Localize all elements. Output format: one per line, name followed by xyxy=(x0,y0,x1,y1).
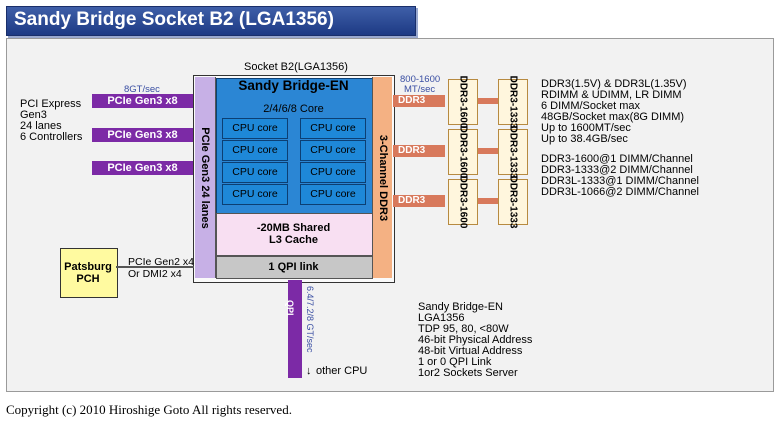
cpu-core: CPU core xyxy=(222,140,288,161)
dimm-config: DDR3-1333@2 DIMM/Channel xyxy=(541,164,693,176)
dimm-config: DDR3-1600@1 DIMM/Channel xyxy=(541,153,693,165)
ddr-channel-3-link xyxy=(478,198,500,204)
spec-line: LGA1356 xyxy=(418,312,465,324)
title-bar xyxy=(6,6,416,36)
pcie-link-2: PCIe Gen3 x8 xyxy=(92,128,193,142)
dimm-config: DDR3L-1066@2 DIMM/Channel xyxy=(541,186,699,198)
ddr-channel-2: DDR3 xyxy=(393,145,445,157)
ddr-speed-2: MT/sec xyxy=(404,84,436,95)
ddr-speed-1: 800-1600 xyxy=(400,74,441,85)
cache-line-1: -20MB Shared xyxy=(256,222,331,234)
cpu-core: CPU core xyxy=(300,140,366,161)
pch-link-1: PCIe Gen2 x4 xyxy=(128,256,194,268)
ddr-channel-3: DDR3 xyxy=(393,195,445,207)
qpi-arrow: ↓ xyxy=(306,365,312,377)
pch-link-2: Or DMI2 x4 xyxy=(128,268,182,280)
cpu-core: CPU core xyxy=(222,162,288,183)
ddr-channel-label: 3-Channel DDR3 xyxy=(376,134,389,221)
dimm-1333: DDR3-1333 xyxy=(498,176,528,228)
pch-box xyxy=(60,248,118,298)
pcie-info-1: PCI Express xyxy=(20,98,82,110)
spec-line: 46-bit Physical Address xyxy=(418,334,533,346)
other-cpu-label: other CPU xyxy=(316,365,368,377)
memory-note: Up to 38.4GB/sec xyxy=(541,133,628,145)
pcie-info-4: 6 Controllers xyxy=(20,131,83,143)
dimm-1600: DDR3-1600 xyxy=(448,126,478,178)
pch-connector xyxy=(116,266,194,268)
spec-line: 1or2 Sockets Server xyxy=(418,367,518,379)
spec-line: TDP 95, 80, <80W xyxy=(418,323,509,335)
qpi-bus-label: QPI xyxy=(285,300,295,316)
core-count: 2/4/6/8 Core xyxy=(263,103,324,115)
ddr-channel-1-label: DDR3 xyxy=(398,95,426,106)
spec-line: Sandy Bridge-EN xyxy=(418,301,503,313)
dimm-1600: DDR3-1600 xyxy=(448,176,478,228)
spec-line: 1 or 0 QPI Link xyxy=(418,356,492,368)
pcie-lanes-label: PCIe Gen3 24 lanes xyxy=(199,126,211,229)
page-title: Sandy Bridge Socket B2 (LGA1356) xyxy=(14,9,334,30)
socket-label: Socket B2(LGA1356) xyxy=(244,61,348,73)
ddr-channel-3-label: DDR3 xyxy=(398,195,426,206)
cpu-core: CPU core xyxy=(300,118,366,139)
ddr-channel-2-label: DDR3 xyxy=(398,145,426,156)
l3-cache xyxy=(216,213,373,256)
ddr-channel-1-link xyxy=(478,98,500,104)
pch-name-1: Patsburg xyxy=(64,261,112,273)
memory-note: Up to 1600MT/sec xyxy=(541,122,631,134)
cpu-name: Sandy Bridge-EN xyxy=(238,78,349,93)
pcie-link-1: PCIe Gen3 x8 xyxy=(92,94,193,108)
qpi-link-label: 1 QPI link xyxy=(268,261,319,273)
dimm-config: DDR3L-1333@1 DIMM/Channel xyxy=(541,175,699,187)
memory-note: DDR3(1.5V) & DDR3L(1.35V) xyxy=(541,78,687,90)
memory-note: 6 DIMM/Socket max xyxy=(541,100,641,112)
pcie-info-3: 24 lanes xyxy=(20,120,62,132)
cpu-core: CPU core xyxy=(300,162,366,183)
cpu-core: CPU core xyxy=(222,184,288,205)
spec-line: 48-bit Virtual Address xyxy=(418,345,523,357)
dimm-1333: DDR3-1333 xyxy=(498,126,528,178)
ddr-channel-bar: 3-Channel DDR3 xyxy=(372,77,392,278)
memory-note: 48GB/Socket max(8G DIMM) xyxy=(541,111,685,123)
pch-name-2: PCH xyxy=(76,273,100,285)
memory-note: RDIMM & UDIMM, LR DIMM xyxy=(541,89,682,101)
ddr-channel-1: DDR3 xyxy=(393,95,445,107)
cache-line-2: L3 Cache xyxy=(269,234,318,246)
ddr-channel-2-link xyxy=(478,148,500,154)
dimm-1333: DDR3-1333 xyxy=(498,76,528,128)
dimm-1600: DDR3-1600 xyxy=(448,76,478,128)
qpi-bus xyxy=(288,280,302,378)
pcie-lanes-bar: PCIe Gen3 24 lanes xyxy=(195,77,216,278)
pcie-info-2: Gen3 xyxy=(20,109,47,121)
pcie-link-3: PCIe Gen3 x8 xyxy=(92,161,193,175)
cpu-core: CPU core xyxy=(222,118,288,139)
cpu-core: CPU core xyxy=(300,184,366,205)
copyright: Copyright (c) 2010 Hiroshige Goto All ri… xyxy=(6,402,292,417)
qpi-speed: 6.4/7.2/8 GT/sec xyxy=(305,286,315,353)
pcie-speed: 8GT/sec xyxy=(124,84,160,95)
